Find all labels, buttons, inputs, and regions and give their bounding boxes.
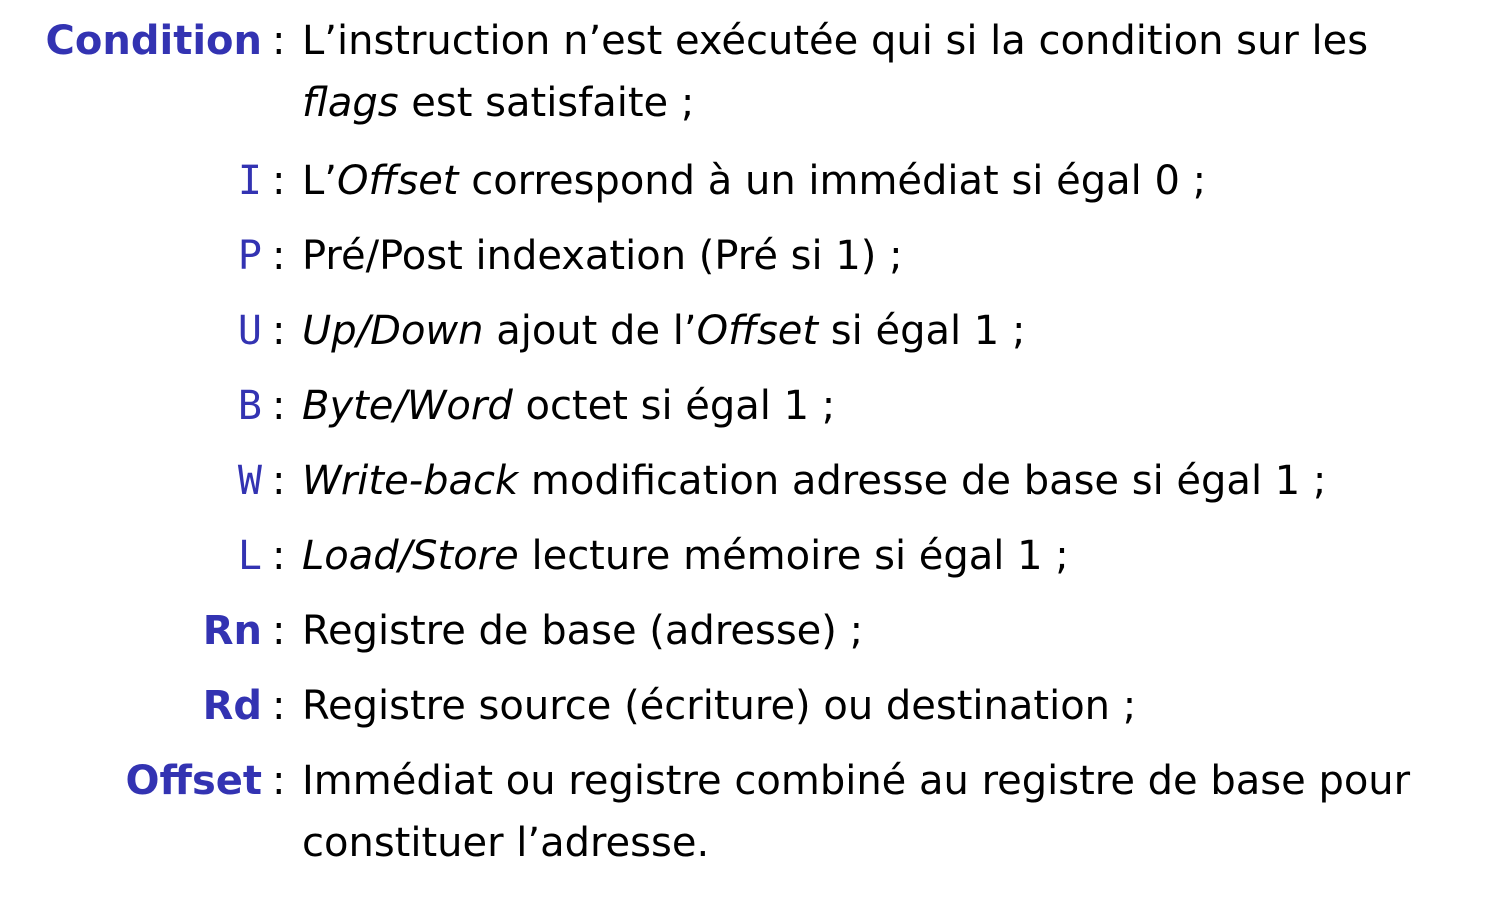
separator: : — [272, 533, 286, 579]
term-i: I — [237, 158, 262, 204]
definition-text: Registre source (écriture) ou destinatio… — [302, 683, 1137, 729]
separator: : — [272, 383, 286, 429]
definition-l: Load/Store lecture mémoire si égal 1 ; — [302, 525, 1417, 587]
list-item-p: P : Pré/Post indexation (Pré si 1) ; — [0, 225, 1485, 287]
term-rn: Rn — [202, 608, 262, 654]
definition-condition: L’instruction n’est exécutée qui si la c… — [302, 10, 1417, 134]
term-p: P — [237, 233, 262, 279]
definition-text: modification adresse de base si égal 1 ; — [518, 458, 1327, 504]
definition-rd: Registre source (écriture) ou destinatio… — [302, 675, 1417, 737]
definition-emphasis: flags — [302, 80, 399, 126]
definition-text: L’instruction n’est exécutée qui si la c… — [302, 18, 1369, 64]
definition-emphasis: Load/Store — [302, 533, 519, 579]
separator: : — [272, 18, 286, 64]
description-list: Condition : L’instruction n’est exécutée… — [0, 10, 1485, 890]
definition-emphasis: Byte/Word — [302, 383, 513, 429]
definition-text: correspond à un immédiat si égal 0 ; — [458, 158, 1207, 204]
separator: : — [272, 758, 286, 804]
list-item-offset: Offset : Immédiat ou registre combiné au… — [0, 750, 1485, 874]
list-item-w: W : Write-back modification adresse de b… — [0, 450, 1485, 512]
term-b: B — [237, 383, 262, 429]
definition-text: Registre de base (adresse) ; — [302, 608, 864, 654]
definition-text: Pré/Post indexation (Pré si 1) ; — [302, 233, 903, 279]
definition-i: L’Offset correspond à un immédiat si éga… — [302, 150, 1417, 212]
definition-text: si égal 1 ; — [818, 308, 1026, 354]
definition-u: Up/Down ajout de l’Offset si égal 1 ; — [302, 300, 1417, 362]
definition-emphasis: Write-back — [302, 458, 519, 504]
separator: : — [272, 308, 286, 354]
term-condition: Condition — [45, 18, 262, 64]
separator: : — [272, 683, 286, 729]
term-l: L — [237, 533, 262, 579]
definition-text: lecture mémoire si égal 1 ; — [518, 533, 1069, 579]
definition-text: L’ — [302, 158, 337, 204]
term-w: W — [237, 458, 262, 504]
definition-offset: Immédiat ou registre combiné au registre… — [302, 750, 1417, 874]
separator: : — [272, 608, 286, 654]
list-item-i: I : L’Offset correspond à un immédiat si… — [0, 150, 1485, 212]
list-item-b: B : Byte/Word octet si égal 1 ; — [0, 375, 1485, 437]
list-item-rd: Rd : Registre source (écriture) ou desti… — [0, 675, 1485, 737]
definition-rn: Registre de base (adresse) ; — [302, 600, 1417, 662]
definition-emphasis: Offset — [337, 158, 459, 204]
definition-emphasis: Up/Down — [302, 308, 484, 354]
separator: : — [272, 458, 286, 504]
term-u: U — [237, 308, 262, 354]
list-item-u: U : Up/Down ajout de l’Offset si égal 1 … — [0, 300, 1485, 362]
list-item-condition: Condition : L’instruction n’est exécutée… — [0, 10, 1485, 134]
definition-w: Write-back modification adresse de base … — [302, 450, 1417, 512]
definition-p: Pré/Post indexation (Pré si 1) ; — [302, 225, 1417, 287]
separator: : — [272, 233, 286, 279]
definition-text: Immédiat ou registre combiné au registre… — [302, 758, 1411, 866]
definition-b: Byte/Word octet si égal 1 ; — [302, 375, 1417, 437]
definition-text: est satisfaite ; — [398, 80, 695, 126]
definition-emphasis: Offset — [696, 308, 819, 354]
term-rd: Rd — [202, 683, 262, 729]
list-item-l: L : Load/Store lecture mémoire si égal 1… — [0, 525, 1485, 587]
separator: : — [272, 158, 286, 204]
term-offset: Offset — [125, 758, 262, 804]
list-item-rn: Rn : Registre de base (adresse) ; — [0, 600, 1485, 662]
definition-text: octet si égal 1 ; — [512, 383, 836, 429]
definition-text: ajout de l’ — [483, 308, 697, 354]
